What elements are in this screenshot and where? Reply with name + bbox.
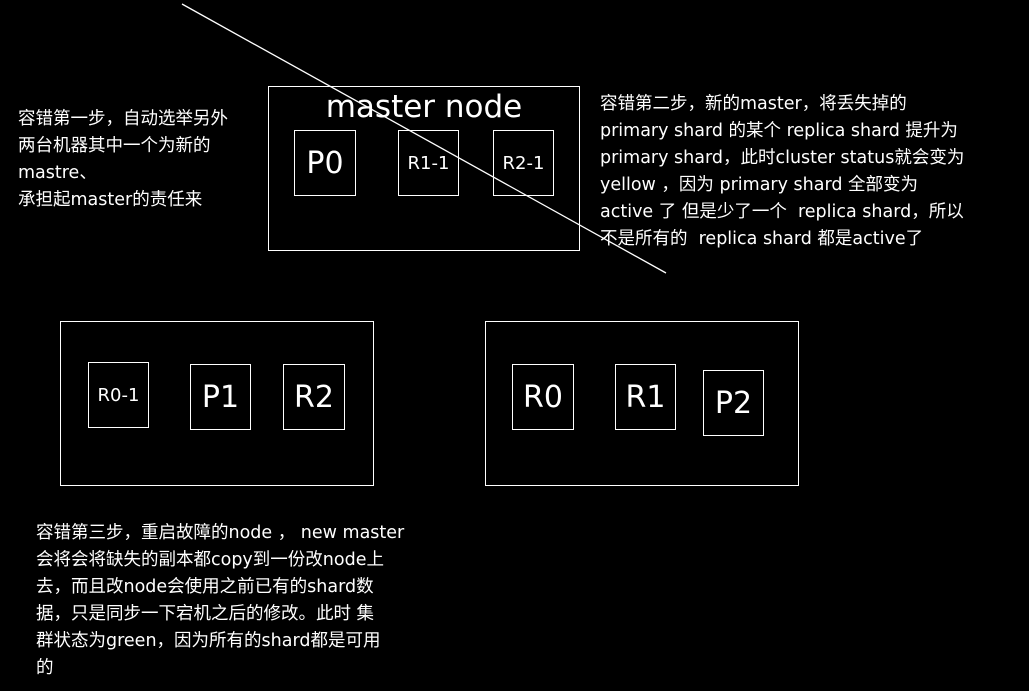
node-right-box: R0 R1 P2 xyxy=(485,321,799,486)
note-step-1: 容错第一步，自动选举另外 两台机器其中一个为新的 mastre、 承担起mast… xyxy=(18,109,228,210)
note-step-3: 容错第三步，重启故障的node ， new master 会将会将缺失的副本都c… xyxy=(36,523,405,678)
shard-p0: P0 xyxy=(294,130,356,196)
shard-r0-1: R0-1 xyxy=(88,362,149,428)
master-node-title: master node xyxy=(325,89,523,125)
shard-p2: P2 xyxy=(703,370,764,436)
shard-r1-1: R1-1 xyxy=(398,130,459,196)
shard-r1: R1 xyxy=(615,364,676,430)
master-node-box: master node P0 R1-1 R2-1 xyxy=(268,86,580,251)
note-step-2: 容错第二步，新的master，将丢失掉的 primary shard 的某个 r… xyxy=(600,94,965,249)
shard-r2-1: R2-1 xyxy=(493,130,554,196)
shard-r2: R2 xyxy=(283,364,345,430)
shard-r0: R0 xyxy=(512,364,574,430)
node-left-box: R0-1 P1 R2 xyxy=(60,321,374,486)
shard-p1: P1 xyxy=(190,364,251,430)
